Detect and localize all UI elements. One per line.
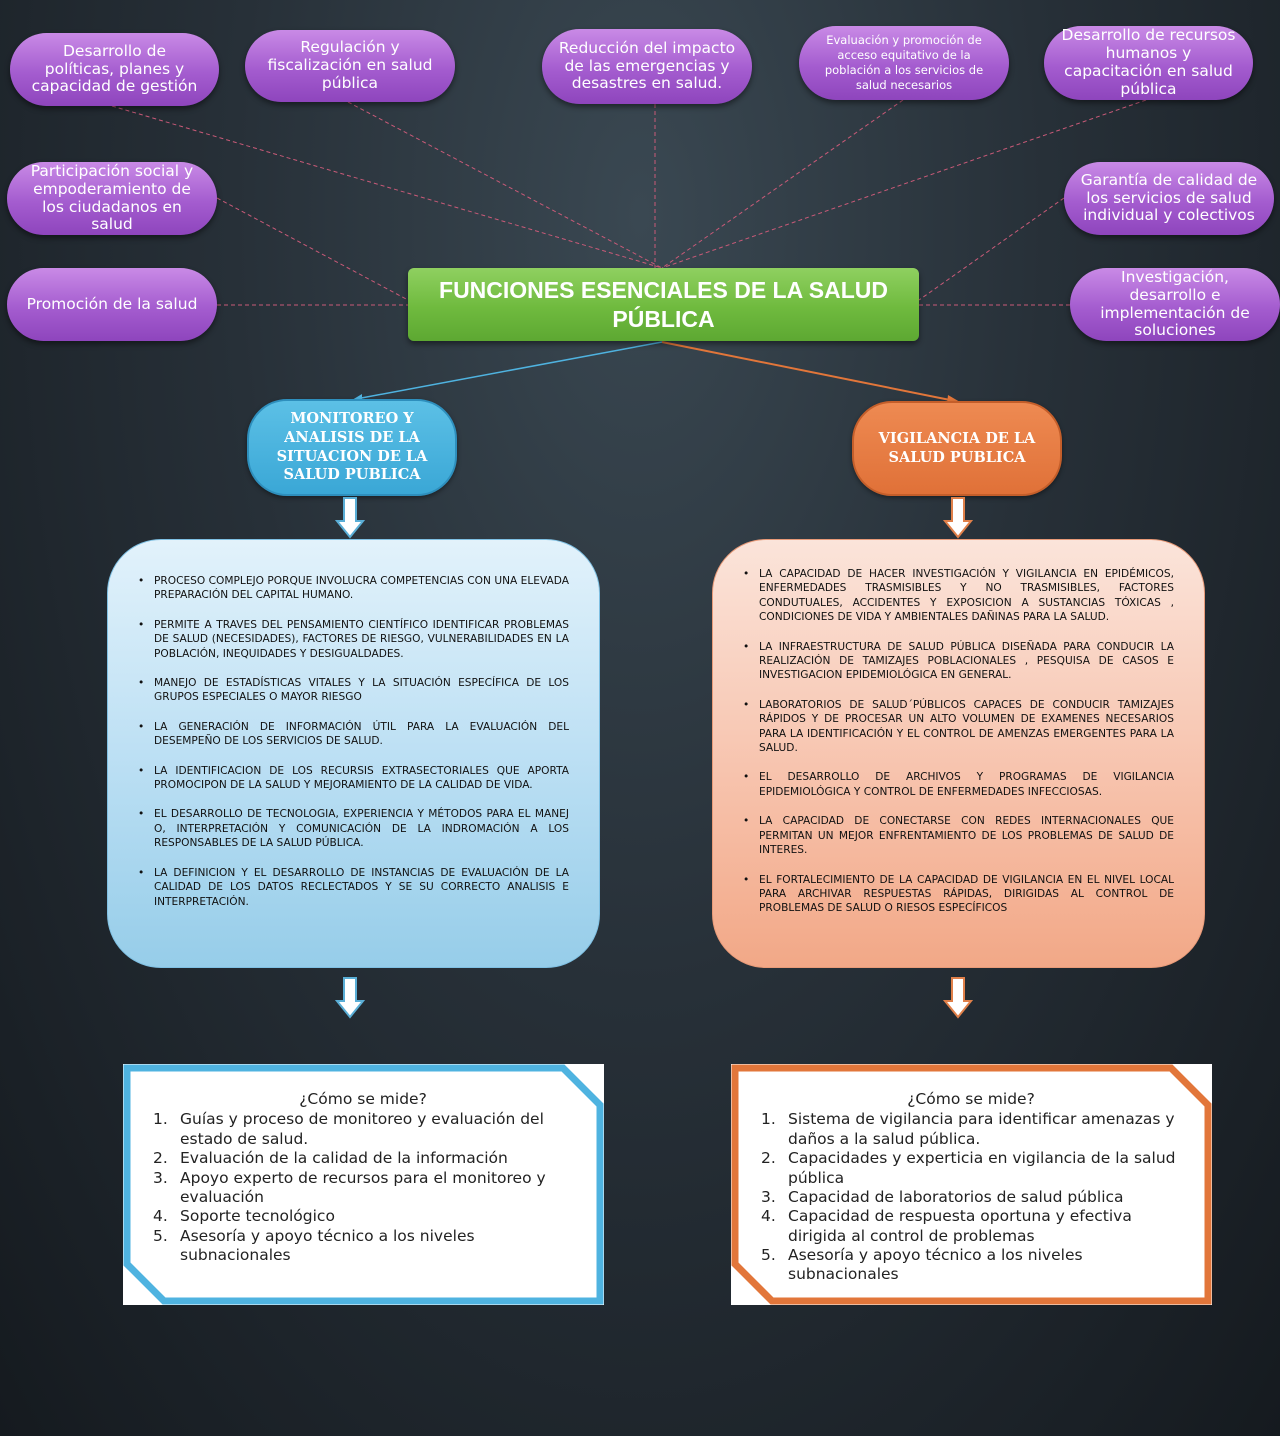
bullet-icon: • [138,764,145,777]
bullet-icon: • [743,815,750,828]
bullet-icon: • [138,618,145,631]
function-node-emergencias: Reducción del impacto de las emergencias… [542,29,752,104]
connector-line-blue [355,341,663,400]
bullet-icon: • [138,677,145,690]
list-item: 2.Evaluación de la calidad de la informa… [153,1149,508,1168]
function-node-acceso-equitativo: Evaluación y promoción de acceso equitat… [799,26,1009,100]
measure-box-frame [731,1064,1212,1305]
down-arrow-icon [943,977,973,1019]
list-item: •LABORATORIOS DE SALUD´PÚBLICOS CAPACES … [743,698,1174,755]
function-node-politicas: Desarrollo de políticas, planes y capaci… [10,33,219,106]
connector-line [347,101,663,269]
down-arrow-icon [335,977,365,1019]
measure-heading: ¿Cómo se mide? [907,1090,1035,1108]
measure-box-frame [123,1064,604,1305]
down-arrow-icon [335,497,365,539]
monitoreo-bullet-list: •PROCESO COMPLEJO PORQUE INVOLUCRA COMPE… [138,574,569,924]
list-item: 2.Capacidades y experticia en vigilancia… [761,1149,1176,1187]
list-item: •EL DESARROLLO DE ARCHIVOS Y PROGRAMAS D… [743,771,1174,798]
list-item: •EL DESARROLLO DE TECNOLOGIA, EXPERIENCI… [138,808,569,850]
list-item: •LA DEFINICION Y EL DESARROLLO DE INSTAN… [138,866,569,908]
down-arrow-icon [943,497,973,539]
function-node-participacion-social: Participación social y empoderamiento de… [7,162,217,235]
list-item: 5.Asesoría y apoyo técnico a los niveles… [153,1226,475,1264]
connector-line [661,99,1147,269]
bullet-icon: • [743,640,750,653]
function-node-recursos-humanos: Desarrollo de recursos humanos y capacit… [1044,26,1253,100]
list-item: •PROCESO COMPLEJO PORQUE INVOLUCRA COMPE… [138,575,569,602]
list-item: •LA INFRAESTRUCTURA DE SALUD PÚBLICA DIS… [743,640,1174,682]
vigilancia-measure-box: ¿Cómo se mide? 1.Sistema de vigilancia p… [731,1064,1212,1305]
list-item: •MANEJO DE ESTADÍSTICAS VITALES Y LA SIT… [138,677,569,704]
list-item: •EL FORTALECIMIENTO DE LA CAPACIDAD DE V… [743,873,1174,915]
bullet-icon: • [138,866,145,879]
bullet-icon: • [743,698,750,711]
connector-line [661,99,904,269]
list-item: 1.Guías y proceso de monitoreo y evaluac… [153,1110,544,1148]
measure-list: 1.Guías y proceso de monitoreo y evaluac… [153,1110,573,1265]
list-item: •LA CAPACIDAD DE CONECTARSE CON REDES IN… [743,815,1174,857]
vigilancia-bullet-list: •LA CAPACIDAD DE HACER INVESTIGACIÓN Y V… [743,567,1174,931]
connector-line [111,105,663,269]
list-item: •PERMITE A TRAVES DEL PENSAMIENTO CIENTÍ… [138,618,569,660]
monitoreo-detail-panel: •PROCESO COMPLEJO PORQUE INVOLUCRA COMPE… [107,539,600,968]
bullet-icon: • [138,808,145,821]
list-item: 1.Sistema de vigilancia para identificar… [761,1110,1175,1148]
list-item: •LA IDENTIFICACION DE LOS RECURSIS EXTRA… [138,764,569,792]
list-item: •LA GENERACIÓN DE INFORMACIÓN ÚTIL PARA … [138,720,569,748]
list-item: 5.Asesoría y apoyo técnico a los niveles… [761,1246,1083,1284]
function-node-promocion-salud: Promoción de la salud [7,268,217,341]
list-item: 4.Soporte tecnológico [153,1207,335,1226]
list-item: •LA CAPACIDAD DE HACER INVESTIGACIÓN Y V… [743,568,1174,624]
list-item: 3.Apoyo experto de recursos para el moni… [153,1168,546,1206]
connector-line-orange [661,341,956,402]
measure-heading: ¿Cómo se mide? [299,1090,427,1108]
function-node-investigacion: Investigación, desarrollo e implementaci… [1070,268,1280,341]
measure-content: ¿Cómo se mide? 1.Sistema de vigilancia p… [761,1090,1181,1285]
function-node-regulacion: Regulación y fiscalización en salud públ… [245,30,455,102]
bullet-icon: • [743,568,750,580]
bullet-icon: • [743,771,750,784]
connector-line [918,197,1065,301]
list-item: 4.Capacidad de respuesta oportuna y efec… [761,1207,1132,1245]
function-node-garantia-calidad: Garantía de calidad de los servicios de … [1064,162,1274,235]
branch-monitoreo: MONITOREO Y ANALISIS DE LA SITUACION DE … [247,399,457,496]
bullet-icon: • [743,873,750,886]
monitoreo-measure-box: ¿Cómo se mide? 1.Guías y proceso de moni… [123,1064,604,1305]
measure-list: 1.Sistema de vigilancia para identificar… [761,1110,1181,1284]
bullet-icon: • [138,575,145,587]
measure-content: ¿Cómo se mide? 1.Guías y proceso de moni… [153,1090,573,1265]
vigilancia-detail-panel: •LA CAPACIDAD DE HACER INVESTIGACIÓN Y V… [712,539,1205,968]
central-title: FUNCIONES ESENCIALES DE LA SALUD PÚBLICA [408,268,919,341]
list-item: 3.Capacidad de laboratorios de salud púb… [761,1187,1124,1206]
connector-line [216,197,409,301]
bullet-icon: • [138,720,145,733]
branch-vigilancia: VIGILANCIA DE LA SALUD PUBLICA [852,401,1062,496]
